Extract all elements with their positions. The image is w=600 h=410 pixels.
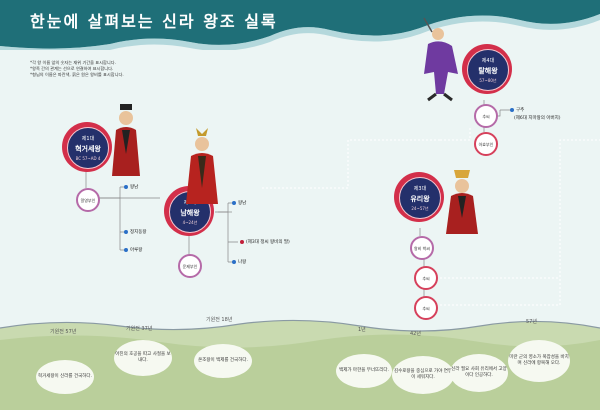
child-dot-icon bbox=[124, 229, 128, 234]
child-label: 구추 bbox=[510, 107, 524, 113]
king-name: 탈해왕 bbox=[478, 67, 498, 75]
spouse-bubble[interactable]: 아효부인 bbox=[474, 132, 498, 156]
child-dot-icon bbox=[232, 259, 236, 264]
king-years: 57~80년 bbox=[479, 78, 497, 83]
event-oval[interactable]: 신라 필요 사회 유리에서 고양이다 인공하다. bbox=[450, 354, 508, 392]
note-line: *형님의 이름은 파란색, 붉은 원은 왕비를 표시합니다. bbox=[30, 72, 124, 77]
child-bubble[interactable]: 추씨 bbox=[414, 296, 438, 320]
king-name: 남해왕 bbox=[180, 209, 200, 217]
child-dot-icon bbox=[124, 247, 128, 252]
child-label-text: (제6대 지마왕의 아버지) bbox=[514, 116, 561, 121]
note-line: *왕족 간의 관계는 선으로 연결하여 표시합니다. bbox=[30, 66, 114, 71]
king-medallion-1[interactable]: 제1대 혁거세왕 BC 57~AD 4 bbox=[58, 118, 116, 176]
event-oval[interactable]: 혁거세왕이 신라를 건국하다. bbox=[36, 360, 94, 394]
child-label-text: 왕남 bbox=[130, 185, 139, 190]
event-oval[interactable]: 아진의 호공을 따고 사절을 보내다. bbox=[114, 340, 172, 376]
king-generation: 제1대 bbox=[81, 136, 95, 142]
king-name: 혁거세왕 bbox=[75, 145, 101, 153]
timeline-tick: 기원전 57년 bbox=[50, 329, 77, 335]
timeline-tick: 기원전 18년 bbox=[206, 317, 233, 323]
king-figure-hyeokgeose bbox=[112, 104, 140, 176]
medallion-inner: 제1대 혁거세왕 BC 57~AD 4 bbox=[67, 127, 109, 169]
king-name: 유리왕 bbox=[410, 195, 430, 203]
child-label-text: 왕남 bbox=[238, 201, 247, 206]
child-dot-icon bbox=[124, 184, 128, 189]
child-label-text: (제3대 정씨 왕비의 딸) bbox=[246, 240, 290, 245]
child-label-text: 나왕 bbox=[238, 260, 247, 265]
legend-notes: *각 왕 이름 앞의 숫자는 재위 기간을 표시합니다. *왕족 간의 관계는 … bbox=[30, 60, 160, 78]
child-label: 나왕 bbox=[232, 259, 246, 265]
spouse-bubble[interactable]: 추씨 bbox=[474, 104, 498, 128]
child-label-text: 정지동왕 bbox=[130, 230, 147, 235]
child-dot-icon bbox=[232, 200, 236, 205]
child-label: 정지동왕 bbox=[124, 229, 147, 235]
king-figure-yuri bbox=[446, 170, 478, 234]
king-figure-talhae bbox=[423, 17, 458, 102]
child-dot-icon bbox=[510, 107, 514, 112]
king-medallion-4[interactable]: 제4대 탈해왕 57~80년 bbox=[458, 40, 516, 98]
child-label: 왕남 bbox=[232, 200, 246, 206]
event-oval[interactable]: 미란 군의 영소가 복잡성을 바치며 신라에 항복해 오다. bbox=[508, 340, 570, 382]
title-banner bbox=[0, 0, 600, 50]
medallion-inner: 제4대 탈해왕 57~80년 bbox=[467, 49, 509, 91]
king-medallion-3[interactable]: 제3대 유리왕 24~57년 bbox=[390, 168, 448, 226]
event-oval[interactable]: 온조왕이 백제를 건국하다. bbox=[194, 344, 252, 378]
medallion-inner: 제3대 유리왕 24~57년 bbox=[399, 177, 441, 219]
child-label: (제3대 정씨 왕비의 딸) bbox=[240, 239, 290, 245]
timeline-tick: 1년 bbox=[358, 327, 366, 333]
spouse-bubble[interactable]: 알영부인 bbox=[76, 188, 100, 212]
child-bubble[interactable]: 왕비 박씨 bbox=[410, 236, 434, 260]
king-years: 4~24년 bbox=[182, 220, 198, 225]
king-generation: 제3대 bbox=[413, 186, 427, 192]
page-title: 한눈에 살펴보는 신라 왕조 실록 bbox=[30, 12, 278, 31]
king-years: BC 57~AD 4 bbox=[75, 156, 101, 161]
child-label-text: 아루왕 bbox=[130, 248, 143, 253]
child-label: 왕남 bbox=[124, 184, 138, 190]
timeline-tick: 기원전 37년 bbox=[126, 326, 153, 332]
child-label: 아루왕 bbox=[124, 247, 142, 253]
child-label: (제6대 지마왕의 아버지) bbox=[514, 115, 561, 121]
event-oval[interactable]: 김수로왕을 중심으로 가야 연맹이 세워지다. bbox=[392, 356, 454, 394]
spouse-bubble[interactable]: 운제부인 bbox=[178, 254, 202, 278]
child-label-text: 구추 bbox=[516, 108, 525, 113]
note-line: *각 왕 이름 앞의 숫자는 재위 기간을 표시합니다. bbox=[30, 60, 116, 65]
timeline-tick: 57년 bbox=[526, 319, 537, 325]
child-dot-icon bbox=[240, 239, 244, 244]
child-bubble[interactable]: 추씨 bbox=[414, 266, 438, 290]
event-oval[interactable]: 백제가 마한을 무너뜨리다. bbox=[336, 354, 392, 388]
timeline-tick: 42년 bbox=[410, 331, 421, 337]
king-generation: 제4대 bbox=[481, 58, 495, 64]
king-figure-namhae bbox=[186, 128, 218, 204]
king-years: 24~57년 bbox=[411, 206, 429, 211]
